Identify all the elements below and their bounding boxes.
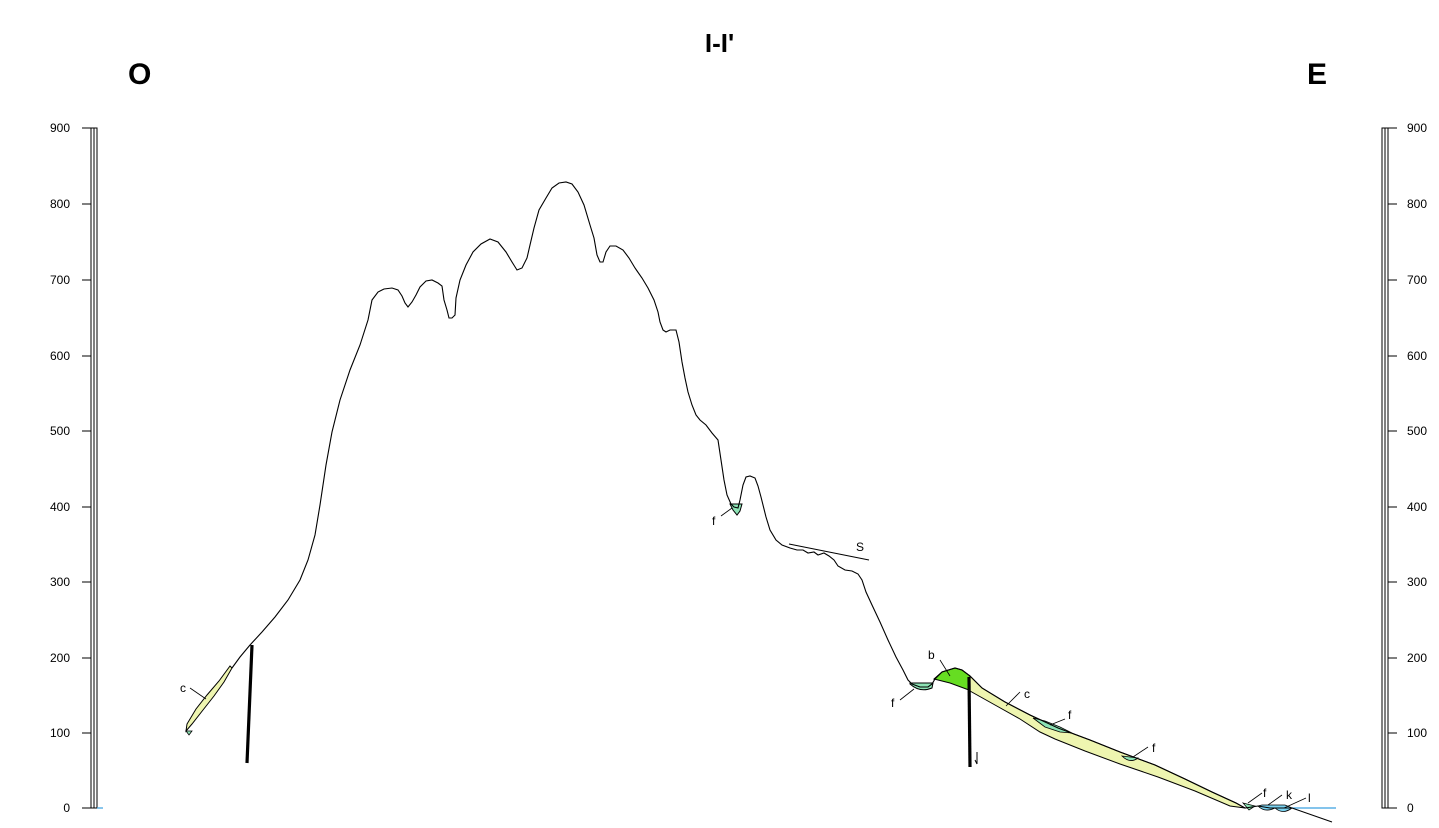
fault-east-arrow-tip [974, 759, 978, 765]
right-scale-labels: 0 100 200 300 400 500 600 700 800 900 [1407, 121, 1427, 815]
label-f-east-3: f [1263, 786, 1267, 800]
unit-f-valley-185 [909, 682, 934, 691]
label-S: S [856, 540, 864, 554]
unit-f-west-tip [185, 730, 193, 736]
fault-east [967, 676, 972, 768]
unit-f-valley-400 [729, 503, 743, 516]
topographic-profile [231, 181, 1333, 823]
right-elevation-scale [1381, 127, 1397, 809]
right-tick-600: 600 [1407, 349, 1427, 363]
left-tick-900: 900 [50, 121, 70, 135]
left-tick-800: 800 [50, 197, 70, 211]
right-tick-200: 200 [1407, 651, 1427, 665]
west-direction-label: O [128, 58, 152, 91]
label-f-east-2: f [1152, 741, 1156, 755]
label-f-185: f [891, 696, 895, 710]
left-elevation-scale [82, 127, 98, 809]
left-tick-300: 300 [50, 575, 70, 589]
right-tick-400: 400 [1407, 500, 1427, 514]
unit-c-west [185, 665, 233, 733]
surface-line-S [788, 543, 870, 561]
left-tick-600: 600 [50, 349, 70, 363]
right-tick-800: 800 [1407, 197, 1427, 211]
label-k: k [1286, 788, 1293, 802]
unit-f-east-2 [1120, 755, 1140, 761]
right-tick-500: 500 [1407, 424, 1427, 438]
right-tick-700: 700 [1407, 273, 1427, 287]
left-tick-100: 100 [50, 726, 70, 740]
label-c-east: c [1024, 687, 1030, 701]
right-tick-100: 100 [1407, 726, 1427, 740]
right-tick-0: 0 [1407, 801, 1414, 815]
label-c-west: c [180, 681, 186, 695]
left-tick-200: 200 [50, 651, 70, 665]
left-tick-700: 700 [50, 273, 70, 287]
section-title: I-I' [704, 28, 735, 58]
label-l: l [1308, 791, 1311, 805]
label-leaders [189, 507, 1307, 809]
label-b: b [928, 648, 935, 662]
label-f-east-1: f [1068, 708, 1072, 722]
left-tick-0: 0 [63, 801, 70, 815]
east-direction-label: E [1307, 58, 1328, 91]
right-tick-900: 900 [1407, 121, 1427, 135]
left-tick-500: 500 [50, 424, 70, 438]
unit-f-east-3 [1241, 802, 1256, 811]
label-f-400: f [712, 514, 716, 528]
fault-west [245, 644, 254, 764]
right-tick-300: 300 [1407, 575, 1427, 589]
left-scale-labels: 0 100 200 300 400 500 600 700 800 900 [50, 121, 70, 815]
left-tick-400: 400 [50, 500, 70, 514]
